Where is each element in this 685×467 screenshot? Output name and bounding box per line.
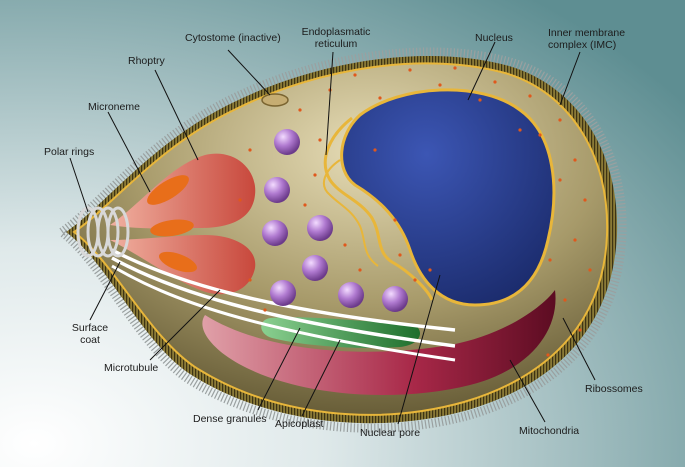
microneme-2 <box>150 219 194 237</box>
microtubule-1 <box>111 248 456 332</box>
label-polar-rings: Polar rings <box>44 146 95 158</box>
microneme-3 <box>159 251 197 273</box>
cytostome-shape <box>261 93 289 107</box>
label-nuclear-pore: Nuclear pore <box>360 427 421 439</box>
label-microneme: Microneme <box>88 101 140 113</box>
label-surface-coat: Surface coat <box>71 322 109 346</box>
label-endoplasmatic-reticulum: Endoplasmatic reticulum <box>301 26 371 50</box>
label-cytostome: Cytostome (inactive) <box>185 32 281 44</box>
label-ribosomes: Ribossomes <box>585 383 643 395</box>
leader-lines <box>69 41 596 425</box>
apicoplast-shape <box>261 317 420 348</box>
dense-granules <box>262 129 408 312</box>
ribosomes <box>238 66 592 357</box>
label-mitochondria: Mitochondria <box>519 425 580 437</box>
microtubule-2 <box>111 256 456 348</box>
microtubule-3 <box>111 264 456 362</box>
label-imc: Inner membrane complex (IMC) <box>548 27 626 51</box>
er-shape <box>323 116 434 301</box>
label-nucleus: Nucleus <box>475 32 513 44</box>
polar-rings <box>76 206 130 258</box>
label-rhoptry: Rhoptry <box>128 55 165 67</box>
microneme-1 <box>147 175 189 205</box>
nucleus-shape <box>340 88 556 307</box>
rhoptry-upper <box>110 153 256 229</box>
label-apicoplast: Apicoplast <box>275 418 324 430</box>
surface-coat <box>54 47 627 433</box>
label-microtubule: Microtubule <box>104 362 159 374</box>
mitochondria-shape <box>202 290 556 395</box>
label-dense-granules: Dense granules <box>193 413 267 425</box>
